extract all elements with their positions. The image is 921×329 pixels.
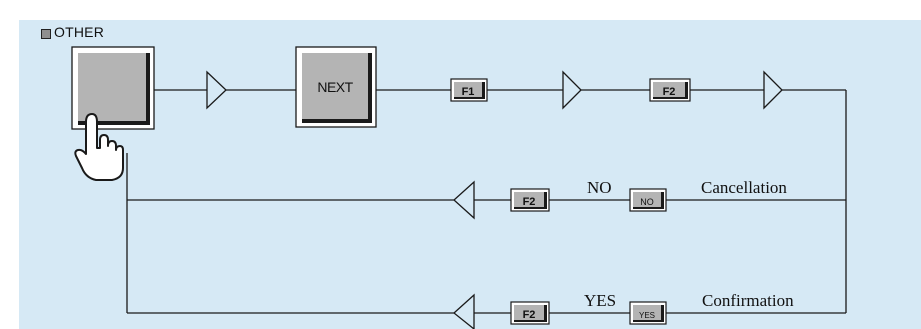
f1-key-button[interactable] [450,78,488,102]
other-key-label: OTHER [54,24,104,40]
f2-key-button[interactable] [510,188,550,212]
no-label: NO [587,178,612,197]
square-bullet-icon [41,29,51,39]
cancellation-label: Cancellation [701,178,787,197]
f2-key-button[interactable] [510,301,550,325]
arrow-right-icon [562,70,582,110]
flow-lines [126,89,847,314]
yes-label: YES [584,291,616,310]
confirmation-label: Confirmation [702,291,794,310]
yes-key-label: YES [639,311,655,320]
diagram-panel [19,20,921,329]
f2-key-label: F2 [523,309,536,321]
no-key-button[interactable] [629,188,667,212]
arrow-left-icon [453,180,475,220]
f2-key-button[interactable] [649,78,691,102]
f1-key-label: F1 [462,86,475,98]
pointing-hand-icon [74,113,124,181]
other-key-button[interactable] [71,46,155,130]
f2-key-label: F2 [523,196,536,208]
next-key-label: NEXT [317,79,353,95]
arrow-left-icon [452,293,475,329]
next-key-button[interactable] [295,46,377,128]
f2-key-label: F2 [663,86,676,98]
arrow-right-icon [763,70,783,110]
arrow-right-icon [206,70,227,110]
yes-key-button[interactable] [629,301,667,325]
no-key-label: NO [640,197,654,207]
